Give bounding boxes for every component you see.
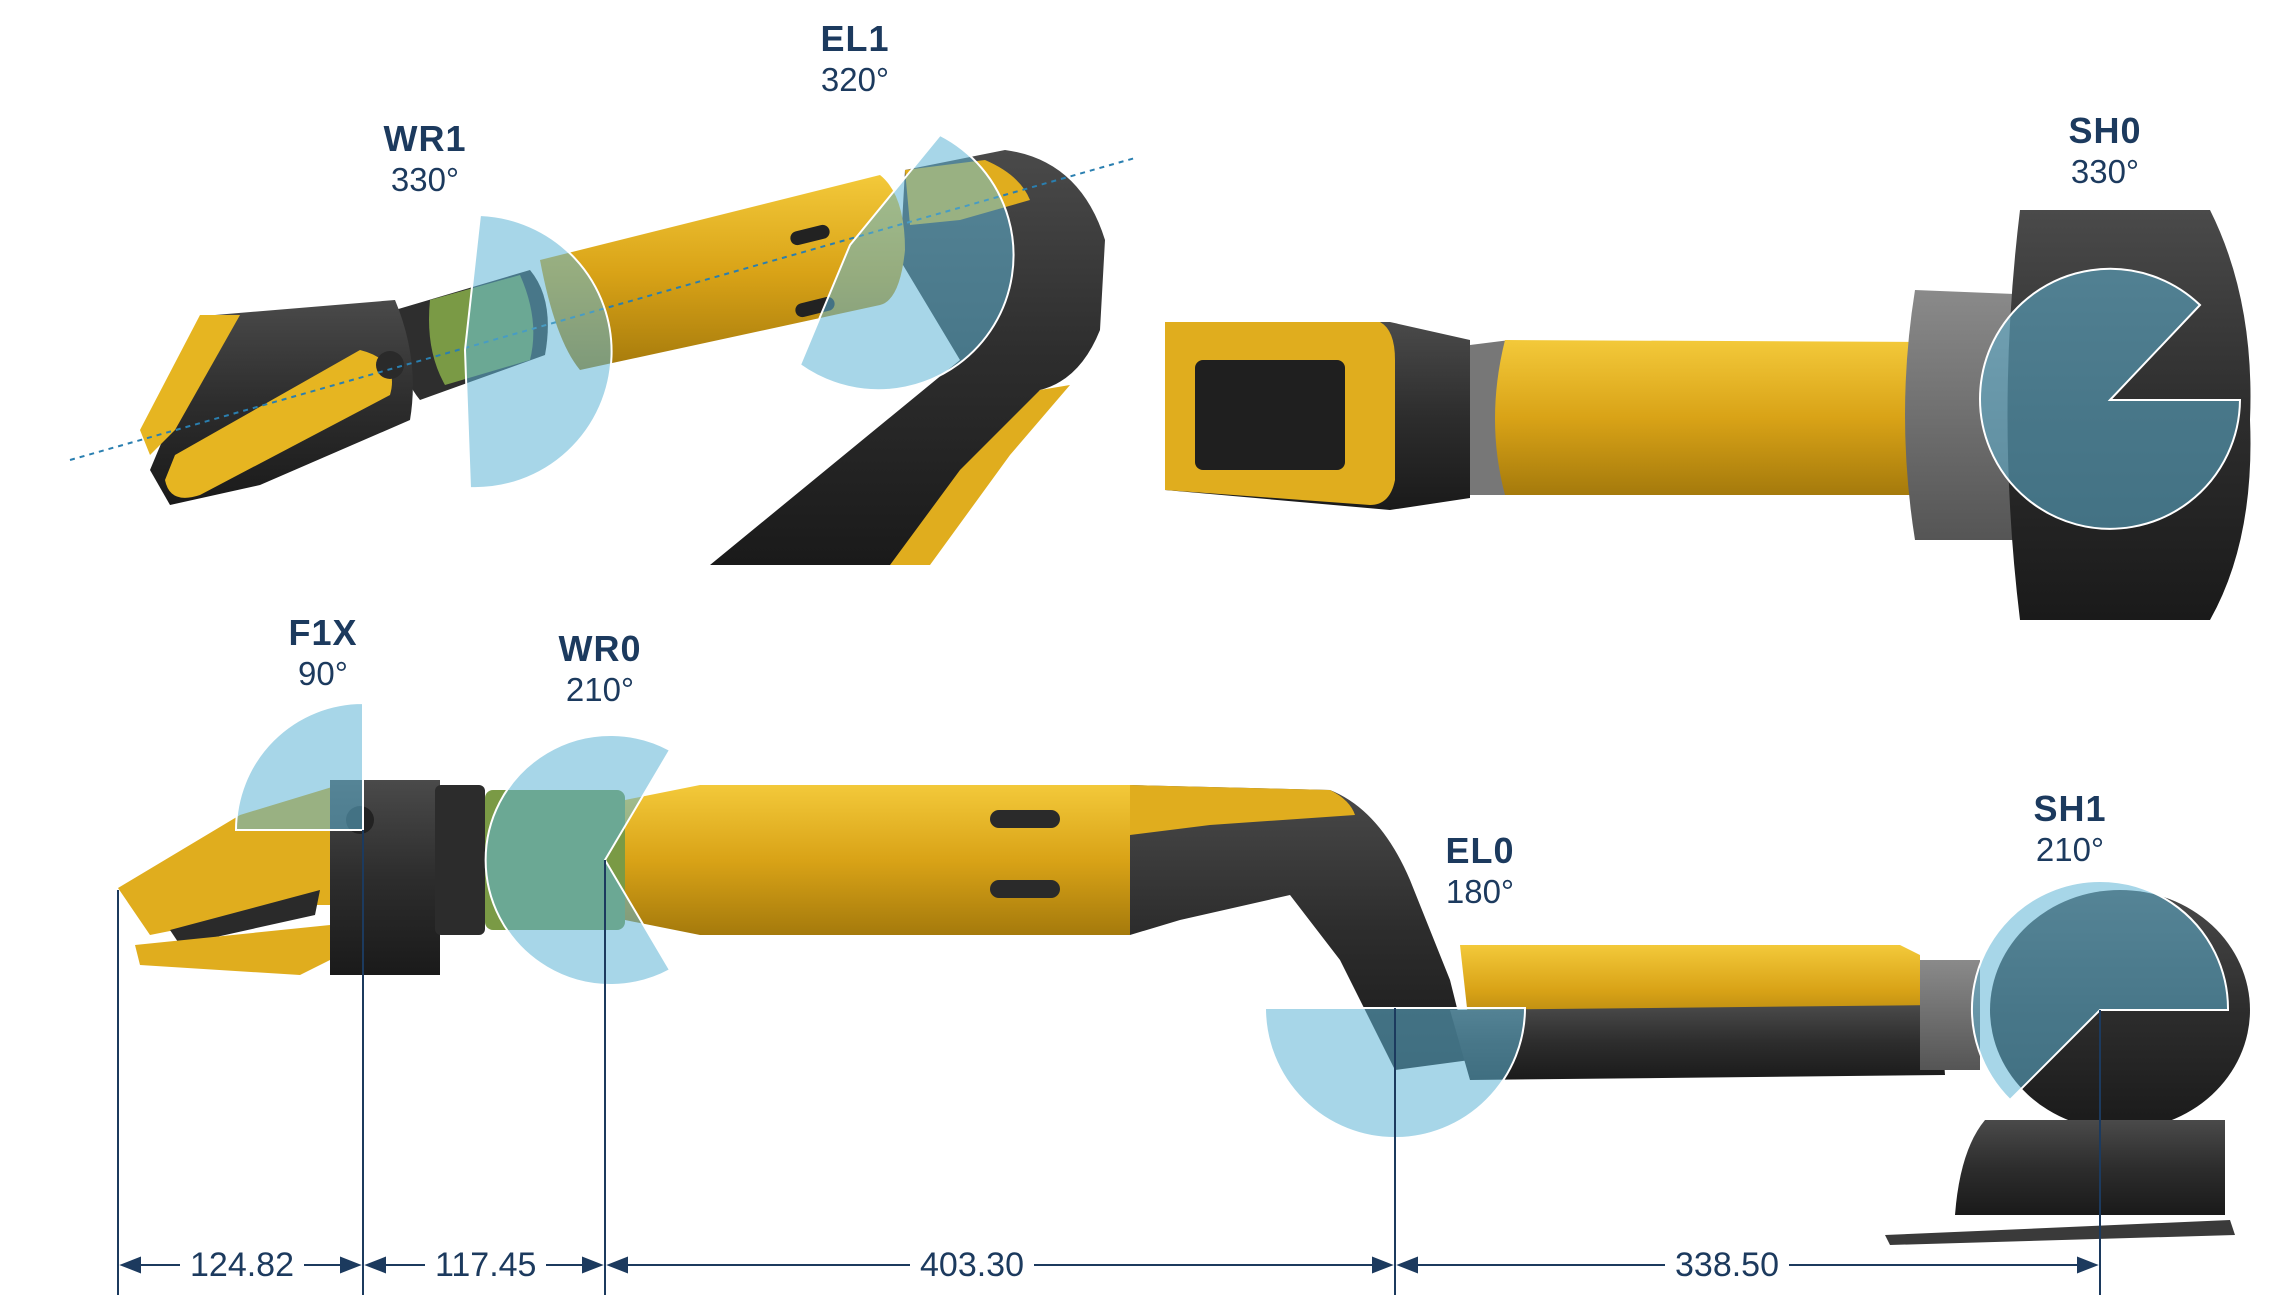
joint-name: EL1 — [820, 18, 890, 59]
side-upperarm-dark — [1450, 1005, 1945, 1080]
upper-arm-yellow-stripe — [890, 385, 1070, 565]
wr1-sweep — [463, 213, 613, 490]
side-elbow-link — [1130, 785, 1470, 1070]
side-elbow-yellow — [1130, 785, 1355, 835]
joint-name: WR1 — [383, 118, 467, 159]
dimension-label: 117.45 — [425, 1245, 547, 1285]
gripper-box-window — [1195, 360, 1345, 470]
side-base-plate — [1885, 1220, 2235, 1245]
forearm-slot-2 — [795, 296, 835, 318]
side-gripper-lower — [135, 925, 340, 975]
joint-label-el0: EL0 180° — [1415, 830, 1545, 912]
el1-sweep — [798, 133, 1015, 392]
gripper-jaw-lower — [165, 350, 392, 498]
gripper-pivot — [376, 351, 404, 379]
dimension-label: 124.82 — [180, 1245, 304, 1285]
joint-range: 90° — [298, 655, 348, 692]
joint-range: 330° — [2070, 153, 2140, 190]
f1x-sweep — [234, 701, 364, 831]
joint-range: 210° — [2035, 831, 2105, 868]
side-base — [1955, 1120, 2225, 1215]
wr0-sweep — [484, 734, 672, 986]
joint-label-sh1: SH1 210° — [2005, 788, 2135, 870]
joint-name: SH0 — [2068, 110, 2142, 151]
top-left-arm-view — [69, 133, 1136, 565]
joint-label-wr0: WR0 210° — [535, 628, 665, 710]
forearm-yellow — [540, 175, 905, 370]
joint-label-sh0: SH0 330° — [2040, 110, 2170, 192]
joint-label-f1x: F1X 90° — [258, 612, 388, 694]
joint-range: 210° — [565, 671, 635, 708]
bottom-arm-view — [117, 701, 2250, 1295]
joint-label-wr1: WR1 330° — [360, 118, 490, 200]
side-forearm-slot-2 — [990, 880, 1060, 898]
side-gripper-slot — [170, 890, 320, 945]
joint-name: F1X — [288, 612, 358, 653]
tube-yellow — [1495, 340, 1930, 495]
joint-name: WR0 — [558, 628, 642, 669]
side-forearm-slot-1 — [990, 810, 1060, 828]
top-right-arm-view — [1165, 210, 2251, 620]
joint-range: 330° — [390, 161, 460, 198]
dimension-label: 403.30 — [910, 1245, 1034, 1285]
dimension-label: 338.50 — [1665, 1245, 1789, 1285]
joint-range: 320° — [820, 61, 890, 98]
sh1-sweep — [1971, 880, 2230, 1102]
side-forearm-yellow — [625, 785, 1130, 935]
joint-label-el1: EL1 320° — [790, 18, 920, 100]
side-shoulder-grey — [1920, 960, 1980, 1070]
joint-range: 180° — [1445, 873, 1515, 910]
gripper-jaw-upper — [140, 315, 240, 455]
dim-arrows — [119, 1256, 2099, 1274]
wrist-rib-collar — [435, 785, 485, 935]
joint-name: EL0 — [1445, 830, 1515, 871]
sh0-sweep — [1979, 267, 2242, 530]
joint-name: SH1 — [2033, 788, 2107, 829]
forearm-slot-1 — [790, 224, 830, 246]
